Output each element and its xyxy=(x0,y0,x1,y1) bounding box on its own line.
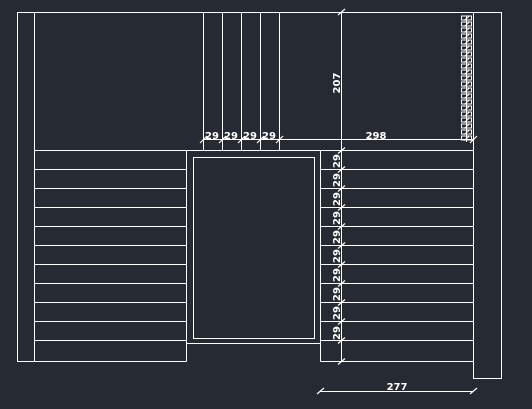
dim-label-stack-2: 29 xyxy=(332,173,343,187)
stack-tick-4 xyxy=(463,34,470,39)
stack-mark-21 xyxy=(461,135,472,141)
left-stair-treads xyxy=(34,169,187,341)
vertical-tick-2 xyxy=(337,185,346,192)
stack-tick-21 xyxy=(463,136,470,141)
dim-label-stack-6: 29 xyxy=(332,249,343,263)
landing-frame xyxy=(186,150,321,344)
stack-mark-11 xyxy=(461,75,472,81)
dim-label-stack-1: 29 xyxy=(332,154,343,168)
vertical-tick-5 xyxy=(337,242,346,249)
stack-mark-4 xyxy=(461,33,472,39)
vertical-tick-3 xyxy=(337,204,346,211)
vertical-tick-7 xyxy=(337,280,346,287)
stack-mark-14 xyxy=(461,93,472,99)
stack-mark-5 xyxy=(461,39,472,45)
stack-tick-13 xyxy=(463,88,470,93)
stack-tick-19 xyxy=(463,124,470,129)
stack-tick-8 xyxy=(463,58,470,63)
stack-tick-10 xyxy=(463,70,470,75)
stack-tick-2 xyxy=(463,22,470,27)
dim-label-top-2: 29 xyxy=(224,131,238,142)
vertical-tick-1 xyxy=(337,166,346,173)
dim-label-stack-5: 29 xyxy=(332,230,343,244)
stack-tick-1 xyxy=(463,16,470,21)
dim-label-stack-4: 29 xyxy=(332,211,343,225)
dim-label-stack-10: 29 xyxy=(332,326,343,340)
stack-mark-8 xyxy=(461,57,472,63)
vertical-tick-9 xyxy=(337,318,346,325)
stack-mark-7 xyxy=(461,51,472,57)
vertical-tick-6 xyxy=(337,261,346,268)
vertical-tick-8 xyxy=(337,299,346,306)
dim-label-top-3: 29 xyxy=(243,131,257,142)
dim-label-stack-7: 29 xyxy=(332,268,343,282)
dim-label-top-4: 29 xyxy=(262,131,276,142)
stack-tick-6 xyxy=(463,46,470,51)
stack-mark-12 xyxy=(461,81,472,87)
stack-tick-9 xyxy=(463,64,470,69)
right-dimension-stack xyxy=(461,15,472,141)
stack-tick-11 xyxy=(463,76,470,81)
dim-label-stack-8: 29 xyxy=(332,287,343,301)
stack-tick-16 xyxy=(463,106,470,111)
dim-label-vertical: 207 xyxy=(332,73,343,94)
stack-mark-9 xyxy=(461,63,472,69)
stack-mark-16 xyxy=(461,105,472,111)
stack-mark-13 xyxy=(461,87,472,93)
stack-tick-20 xyxy=(463,130,470,135)
left-wall xyxy=(17,12,35,362)
stack-tick-14 xyxy=(463,94,470,99)
dim-label-bottom: 277 xyxy=(387,382,408,393)
landing-inner-rectangle xyxy=(193,157,315,339)
stack-mark-10 xyxy=(461,69,472,75)
stack-mark-19 xyxy=(461,123,472,129)
dimension-ticks xyxy=(199,8,478,395)
dim-label-top-1: 29 xyxy=(205,131,219,142)
stack-mark-18 xyxy=(461,117,472,123)
stack-mark-2 xyxy=(461,21,472,27)
stack-mark-6 xyxy=(461,45,472,51)
dim-label-stack-9: 29 xyxy=(332,306,343,320)
stack-mark-20 xyxy=(461,129,472,135)
stack-tick-15 xyxy=(463,100,470,105)
stack-mark-1 xyxy=(461,15,472,21)
stack-tick-7 xyxy=(463,52,470,57)
vertical-tick-top xyxy=(337,147,346,154)
stack-mark-15 xyxy=(461,99,472,105)
dim-label-stack-3: 29 xyxy=(332,192,343,206)
vertical-tick-4 xyxy=(337,223,346,230)
stack-tick-17 xyxy=(463,112,470,117)
right-stair-treads xyxy=(320,169,474,341)
dim-label-top-right: 298 xyxy=(366,131,387,142)
stack-mark-3 xyxy=(461,27,472,33)
stack-tick-5 xyxy=(463,40,470,45)
stack-mark-17 xyxy=(461,111,472,117)
stack-tick-12 xyxy=(463,82,470,87)
vertical-tick-bottom xyxy=(337,358,346,365)
vertical-tick-10 xyxy=(337,337,346,344)
stack-tick-18 xyxy=(463,118,470,123)
vertical-dimension-ticks xyxy=(337,147,346,365)
stack-tick-3 xyxy=(463,28,470,33)
right-wall xyxy=(473,12,502,379)
